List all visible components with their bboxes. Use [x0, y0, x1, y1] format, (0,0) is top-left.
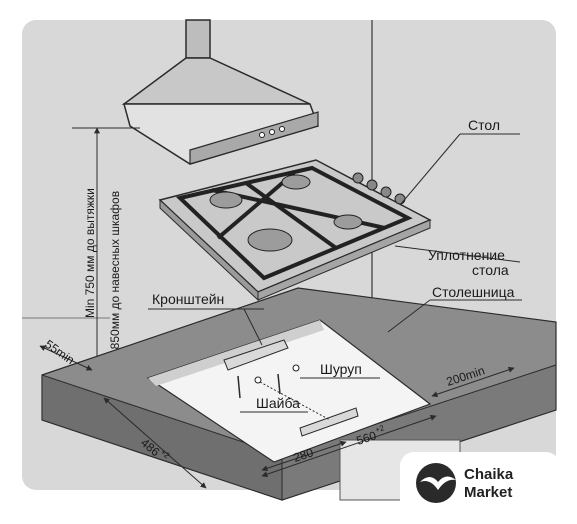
label-seal-2: стола [472, 262, 509, 278]
washer-icon [292, 364, 300, 372]
grate [175, 165, 413, 281]
brand-badge: Chaika Market [400, 452, 560, 514]
min-hood-label: Min 750 мм до вытяжки [83, 188, 97, 318]
bracket-offset-dim-line [261, 440, 347, 472]
left-gap-dim-line [39, 345, 93, 371]
hood-button-icon [279, 126, 285, 132]
leader-countertop [387, 299, 431, 333]
min-cabinets-label: Min 850мм до навесных шкафов [108, 191, 122, 372]
range-hood [121, 19, 319, 165]
brand-line-1: Chaika [464, 466, 514, 483]
brand-line-2: Market [464, 484, 512, 501]
screw-icon [254, 376, 262, 384]
hood-button-icon [259, 132, 265, 138]
label-table: Стол [468, 117, 500, 133]
bird-icon [420, 476, 456, 490]
width-tolerance: +2 [374, 423, 386, 435]
label-bracket: Кронштейн [152, 291, 224, 307]
label-washer: Шайба [256, 395, 300, 411]
leader-bracket-v [243, 308, 263, 346]
knob-icon [352, 172, 364, 184]
burner-icon [281, 174, 311, 190]
bracket-offset-label: 280 [292, 445, 316, 465]
back-gap-dim-line [431, 366, 515, 398]
burner-icon [209, 191, 243, 209]
label-countertop: Столешница [432, 284, 515, 300]
leader-seal [394, 245, 521, 263]
gas-hob [158, 159, 432, 302]
knob-icon [380, 186, 392, 198]
burner-icon [333, 214, 363, 230]
leader-table [399, 133, 461, 206]
width-label: 560 [355, 428, 379, 448]
knob-icon [366, 179, 378, 191]
hood-button-icon [269, 129, 275, 135]
depth-dim-line [103, 397, 207, 489]
knob-icon [394, 193, 406, 205]
label-seal-1: Уплотнение [428, 247, 505, 263]
label-screw: Шуруп [320, 361, 362, 377]
burner-icon [247, 228, 293, 252]
